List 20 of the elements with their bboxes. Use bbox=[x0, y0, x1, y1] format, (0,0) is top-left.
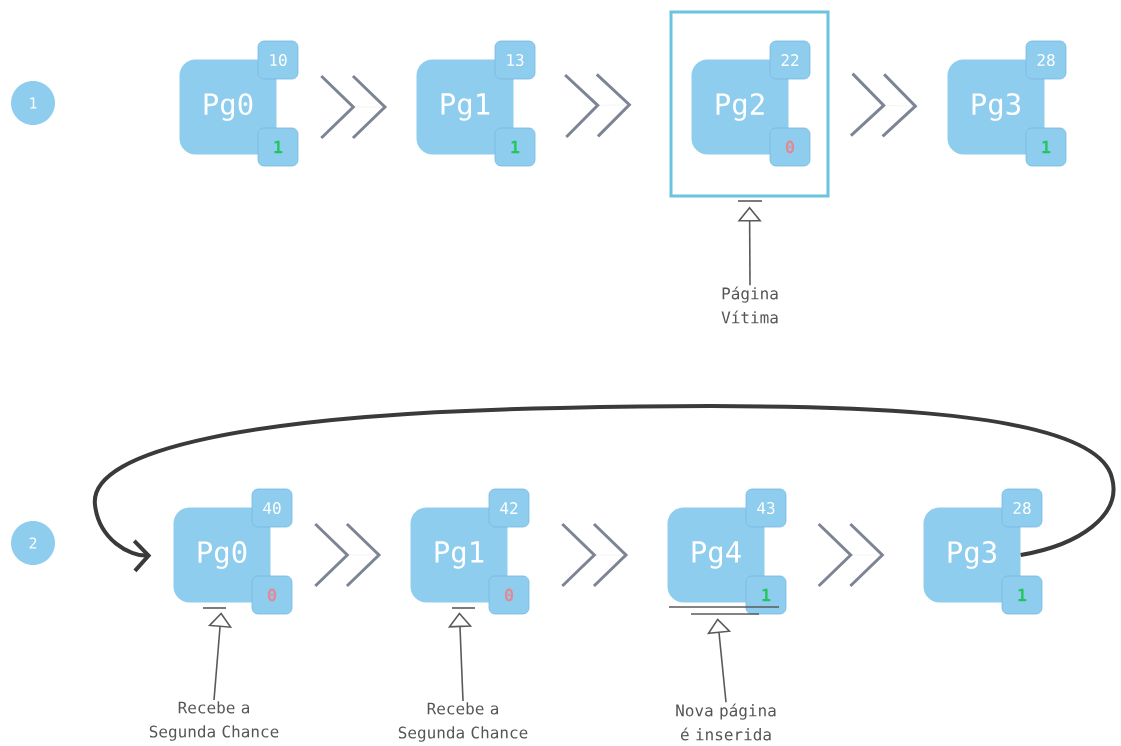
bit-badge: 0 bbox=[488, 575, 530, 615]
bit-badge: 1 bbox=[1025, 127, 1067, 167]
bit-badge: 0 bbox=[251, 575, 293, 615]
counter-badge: 42 bbox=[488, 488, 530, 528]
bit-badge: 0 bbox=[769, 127, 811, 167]
counter-badge: 40 bbox=[251, 488, 293, 528]
bit-badge: 1 bbox=[257, 127, 299, 167]
caption-text: Recebe a Segunda Chance bbox=[149, 701, 279, 741]
caption-text: Nova página é inserida bbox=[676, 703, 776, 741]
counter-badge: 28 bbox=[1001, 488, 1043, 528]
bit-badge: 1 bbox=[1001, 575, 1043, 615]
counter-badge: 28 bbox=[1025, 40, 1067, 80]
curved-arrow bbox=[93, 404, 1116, 573]
counter-badge: 22 bbox=[769, 40, 811, 80]
caption-text: Recebe a Segunda Chance bbox=[398, 702, 528, 742]
counter-badge: 43 bbox=[745, 488, 787, 528]
bit-badge: 1 bbox=[494, 127, 536, 167]
highlight-frame bbox=[669, 10, 830, 198]
caption-text: Página Vítima bbox=[721, 286, 778, 324]
bit-badge: 1 bbox=[745, 575, 787, 615]
